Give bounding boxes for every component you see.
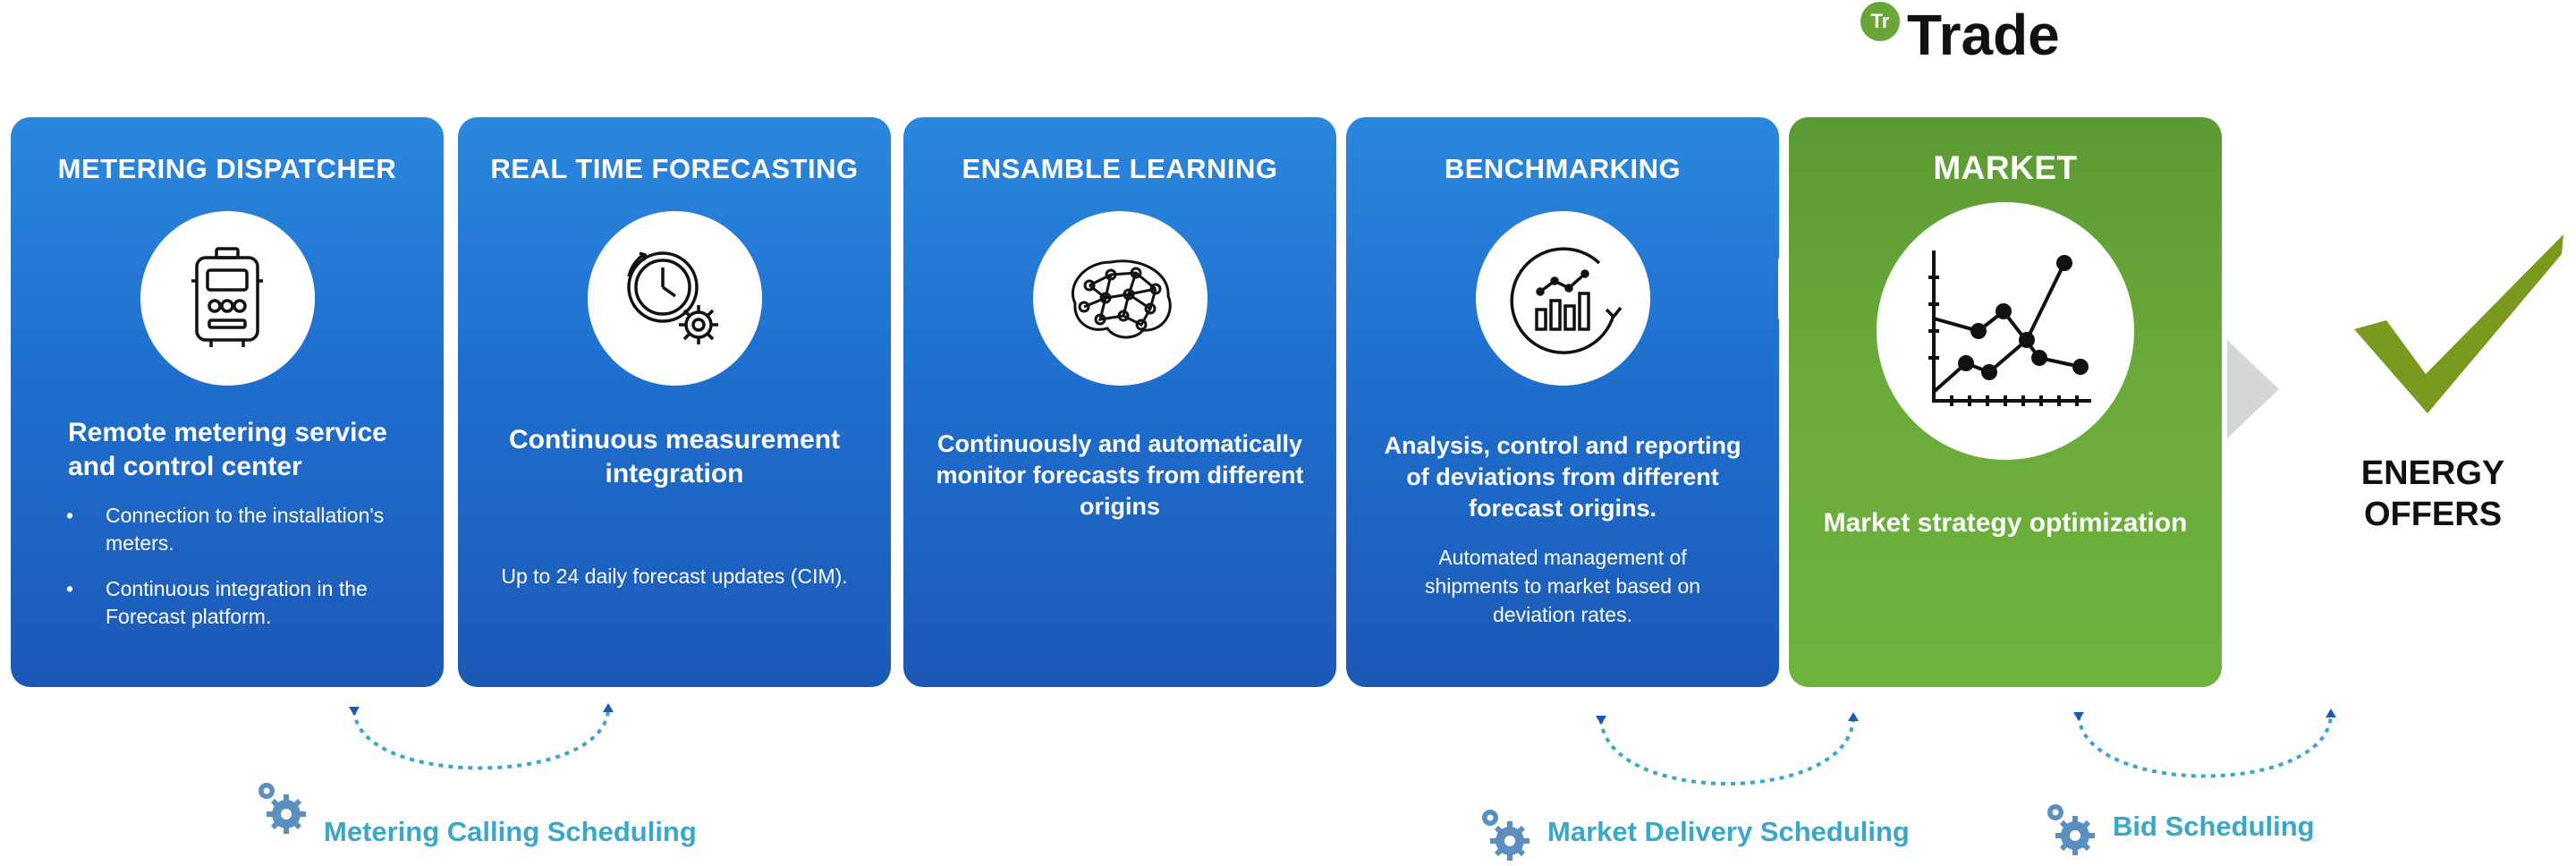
card-text: Automated management of shipments to mar… [1424,546,1701,626]
brand-logo: Tr Trade [1860,2,2060,68]
result-arrow [2227,340,2279,438]
card-ensamble-learning: ENSAMBLE LEARNING Continuously and autom… [903,117,1336,687]
bullet-item: Connection to the installation's meters. [66,502,426,557]
bullet-list: Connection to the installation's meters.… [66,502,426,649]
card-market: MARKET Market strategy optimization [1789,117,2222,687]
schedule-arc-metering [349,703,614,770]
schedule-arc-bid [2073,709,2336,778]
card-title: MARKET [1933,149,2078,186]
checkmark-icon [2354,234,2563,413]
chart-cycle-icon [1510,246,1623,354]
brand-badge: Tr [1860,2,1900,41]
card-heading: Market strategy optimization [1823,508,2188,538]
gears-icon [258,783,306,834]
icon-circle [140,211,315,386]
icon-circle [1877,202,2134,460]
energy-offers-label: ENERGY OFFERS [2360,454,2505,533]
card-heading: Continuous measurement integration [508,425,841,488]
icon-circle [587,211,762,386]
card-heading: Remote metering service and control cent… [68,418,387,481]
brand-name: Trade [1907,3,2060,67]
card-heading: Analysis, control and reporting of devia… [1384,432,1741,522]
card-benchmarking: BENCHMARKING Analysis, control and repor… [1346,117,1779,687]
card-text: Up to 24 daily forecast updates (CIM). [501,565,848,588]
gears-icon [1482,810,1530,861]
card-title: METERING DISPATCHER [57,153,397,184]
meter-device-icon [191,246,263,347]
card-heading: Continuously and automatically monitor f… [936,430,1304,520]
brain-network-icon [1071,259,1172,338]
card-real-time-forecasting: REAL TIME FORECASTING Continuous measure… [458,117,891,687]
icon-circle [1475,211,1650,386]
bullet-item: Continuous integration in the Forecast p… [66,575,426,631]
schedule-label-metering: Metering Calling Scheduling [324,816,697,847]
clock-gear-icon [627,250,718,344]
card-title: ENSAMBLE LEARNING [962,153,1278,184]
card-metering-dispatcher: METERING DISPATCHER Remote metering serv… [11,117,444,687]
card-title: BENCHMARKING [1444,153,1682,184]
card-title: REAL TIME FORECASTING [490,153,859,184]
schedule-label-bid: Bid Scheduling [2113,811,2315,842]
schedule-label-market-delivery: Market Delivery Scheduling [1547,816,1910,847]
icon-circle [1032,211,1208,386]
schedule-arc-market-delivery [1596,712,1859,785]
gears-icon [2047,804,2095,855]
line-chart-icon [1928,250,2091,406]
